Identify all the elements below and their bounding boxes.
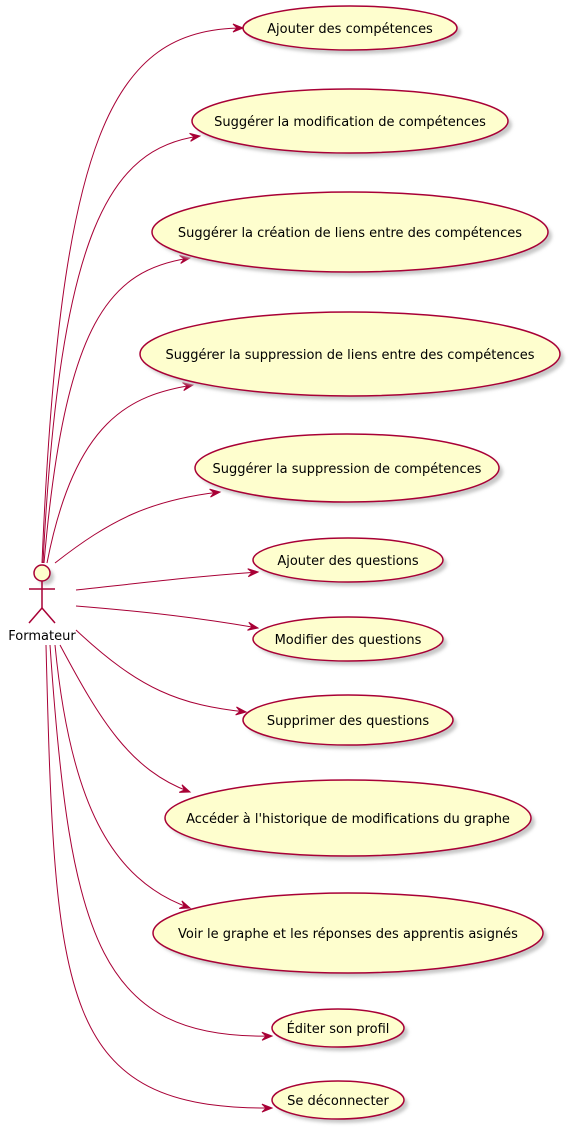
use-case-se-deconnecter: Se déconnecter	[271, 1080, 408, 1123]
use-case-label: Ajouter des questions	[277, 554, 419, 569]
use-case-label: Voir le graphe et les réponses des appre…	[178, 927, 518, 942]
use-case-editer-profil: Éditer son profil	[271, 1008, 408, 1051]
use-case-label: Accéder à l'historique de modifications …	[186, 812, 510, 827]
use-case-suggerer-creation-liens: Suggérer la création de liens entre des …	[151, 191, 552, 276]
use-case-suggerer-modification-competences: Suggérer la modification de compétences	[191, 88, 512, 157]
use-case-label: Supprimer des questions	[267, 714, 429, 729]
arrowhead-icon	[179, 784, 192, 793]
association-line-suggerer-modification-competences	[42, 135, 201, 564]
use-case-supprimer-questions: Supprimer des questions	[242, 694, 457, 749]
arrowhead-icon	[235, 706, 248, 716]
use-case-voir-graphe: Voir le graphe et les réponses des appre…	[152, 892, 547, 977]
use-case-label: Se déconnecter	[287, 1094, 389, 1109]
arrowhead-icon	[261, 1031, 274, 1041]
use-case-label: Suggérer la suppression de compétences	[213, 462, 482, 477]
arrowhead-icon	[261, 1103, 274, 1113]
use-case-suggerer-suppression-competences: Suggérer la suppression de compétences	[194, 433, 503, 506]
arrowhead-icon	[182, 382, 195, 391]
actor-formateur: Formateur	[8, 564, 76, 644]
use-case-label: Ajouter des compétences	[267, 22, 433, 37]
use-case-label: Éditer son profil	[287, 1021, 390, 1037]
use-case-ellipse	[194, 433, 500, 503]
association-line-acceder-historique	[59, 644, 191, 793]
use-case-acceder-historique: Accéder à l'historique de modifications …	[164, 779, 535, 860]
association-line-editer-profil	[49, 644, 273, 1037]
stick-figure-actor-icon	[28, 564, 56, 624]
arrowhead-icon	[232, 23, 245, 33]
use-case-label: Suggérer la modification de compétences	[214, 115, 486, 130]
use-case-label: Suggérer la création de liens entre des …	[178, 226, 522, 241]
association-line-suggerer-creation-liens	[43, 257, 191, 564]
arrowhead-icon	[179, 900, 192, 909]
use-case-ajouter-questions: Ajouter des questions	[252, 537, 447, 586]
use-case-ellipse	[191, 88, 509, 154]
use-case-ellipse	[139, 311, 561, 397]
arrowhead-icon	[247, 621, 260, 631]
use-case-modifier-questions: Modifier des questions	[252, 616, 447, 665]
use-case-label: Modifier des questions	[275, 633, 422, 648]
association-line-modifier-questions	[75, 605, 259, 629]
use-case-ellipse	[252, 616, 444, 662]
use-case-ellipse	[242, 5, 458, 51]
association-line-ajouter-questions	[75, 571, 259, 591]
use-case-ellipse	[164, 779, 532, 857]
arrowhead-icon	[189, 132, 202, 142]
association-line-se-deconnecter	[45, 644, 273, 1109]
use-case-ellipse	[271, 1080, 405, 1120]
association-lines	[41, 23, 274, 1113]
association-line-suggerer-suppression-competences	[54, 491, 221, 564]
use-case-suggerer-suppression-liens: Suggérer la suppression de liens entre d…	[139, 311, 564, 400]
use-case-ellipse	[252, 537, 444, 583]
arrowhead-icon	[209, 488, 222, 498]
association-line-voir-graphe	[54, 644, 191, 909]
arrowhead-icon	[247, 568, 260, 578]
use-case-ajouter-competences: Ajouter des compétences	[242, 5, 461, 54]
use-case-ellipse	[271, 1008, 405, 1048]
use-case-ellipse	[152, 892, 544, 974]
association-line-suggerer-suppression-liens	[46, 384, 194, 564]
association-line-ajouter-competences	[41, 27, 244, 564]
association-line-supprimer-questions	[75, 629, 247, 713]
actor-name: Formateur	[8, 629, 76, 644]
use-case-label: Suggérer la suppression de liens entre d…	[166, 348, 535, 363]
use-case-ellipse	[151, 191, 549, 273]
use-case-ellipse	[242, 694, 454, 746]
